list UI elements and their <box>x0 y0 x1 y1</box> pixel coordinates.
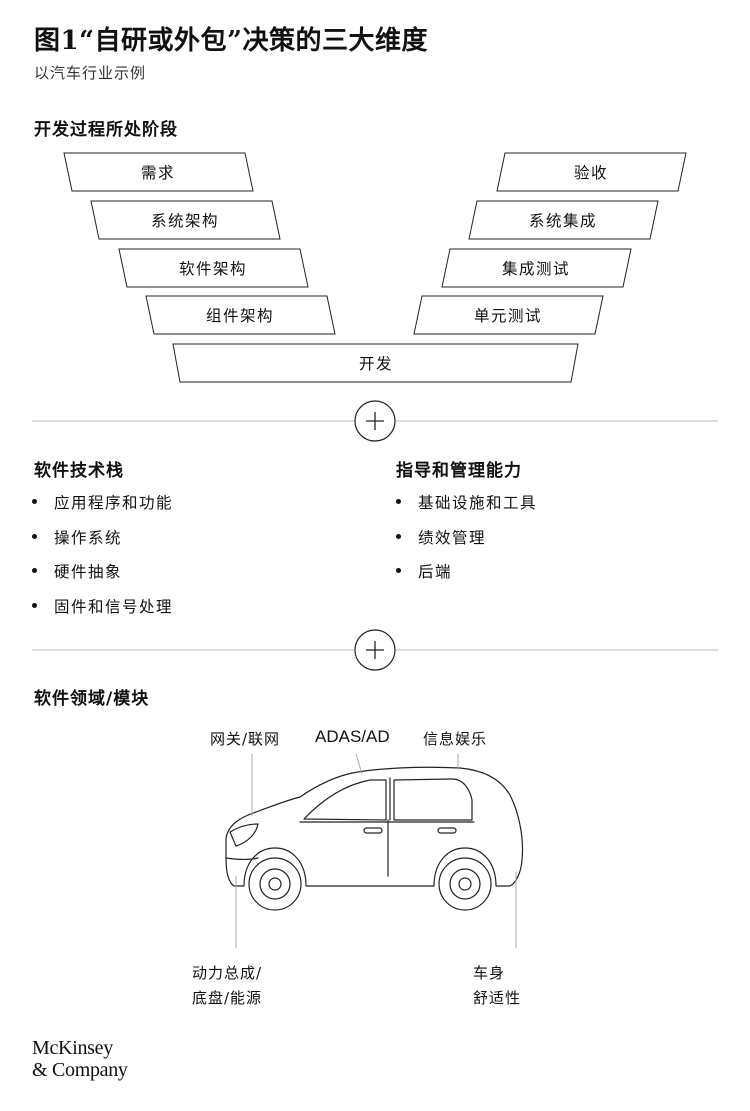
headlight <box>229 823 259 847</box>
stage-unit-test: 单元测试 <box>474 307 542 325</box>
stage-acceptance: 验收 <box>574 164 608 182</box>
logo-line1: McKinsey <box>32 1037 113 1059</box>
stage-box-software-architecture <box>118 248 309 288</box>
tech-stack-heading: 软件技术栈 <box>34 461 124 481</box>
logo-line2: & Company <box>32 1059 128 1081</box>
stage-box-system-architecture <box>90 200 281 240</box>
car-illustration <box>225 753 524 948</box>
stage-box-requirements <box>63 152 254 192</box>
label-body-line2: 舒适性 <box>473 989 522 1007</box>
stage-development: 开发 <box>359 355 393 373</box>
label-gateway: 网关/联网 <box>210 730 281 748</box>
label-body: 车身 舒适性 <box>473 961 521 1011</box>
rear-wheel <box>438 857 492 911</box>
front-wheel <box>248 857 302 911</box>
stage-system-architecture: 系统架构 <box>151 212 219 230</box>
list-item: 应用程序和功能 <box>31 491 173 526</box>
stage-box-integration-test <box>441 248 632 288</box>
label-infotainment: 信息娱乐 <box>423 730 488 748</box>
list-item: 基础设施和工具 <box>395 491 537 526</box>
label-powertrain: 动力总成/ 底盘/能源 <box>192 961 262 1011</box>
label-body-line1: 车身 <box>473 964 506 982</box>
guidance-heading: 指导和管理能力 <box>396 461 522 481</box>
list-item: 绩效管理 <box>395 526 537 561</box>
stage-software-architecture: 软件架构 <box>179 260 247 278</box>
stage-component-architecture: 组件架构 <box>206 307 274 325</box>
v-model-diagram: 需求 系统架构 软件架构 组件架构 验收 系统集成 集成测试 单元测试 开发 <box>63 152 687 383</box>
stage-box-acceptance <box>496 152 687 192</box>
stage-system-integration: 系统集成 <box>529 212 597 230</box>
label-powertrain-line1: 动力总成/ <box>192 964 263 982</box>
car-window-rear <box>393 778 473 821</box>
stage-box-system-integration <box>468 200 659 240</box>
mckinsey-logo: McKinsey & Company <box>32 1037 128 1081</box>
stage-box-development <box>172 343 579 383</box>
guidance-list: 基础设施和工具 绩效管理 后端 <box>395 491 537 595</box>
figure-title: 图1“自研或外包”决策的三大维度 <box>34 26 429 56</box>
list-item: 硬件抽象 <box>31 560 173 595</box>
car-body <box>225 766 524 887</box>
tech-stack-list: 应用程序和功能 操作系统 硬件抽象 固件和信号处理 <box>31 491 173 629</box>
label-powertrain-line2: 底盘/能源 <box>192 989 263 1007</box>
stage-requirements: 需求 <box>141 164 175 182</box>
list-item: 后端 <box>395 560 537 595</box>
stage-box-unit-test <box>413 295 604 335</box>
stage-box-component-architecture <box>145 295 336 335</box>
domains-heading: 软件领域/模块 <box>34 689 150 709</box>
car-window-front <box>303 779 387 821</box>
stage-integration-test: 集成测试 <box>502 260 570 278</box>
list-item: 固件和信号处理 <box>31 595 173 630</box>
divider-plus-2 <box>32 629 718 671</box>
divider-plus-1 <box>32 400 718 442</box>
figure-subtitle: 以汽车行业示例 <box>34 64 147 82</box>
list-item: 操作系统 <box>31 526 173 561</box>
label-adas: ADAS/AD <box>315 727 390 746</box>
stages-heading: 开发过程所处阶段 <box>34 120 178 140</box>
